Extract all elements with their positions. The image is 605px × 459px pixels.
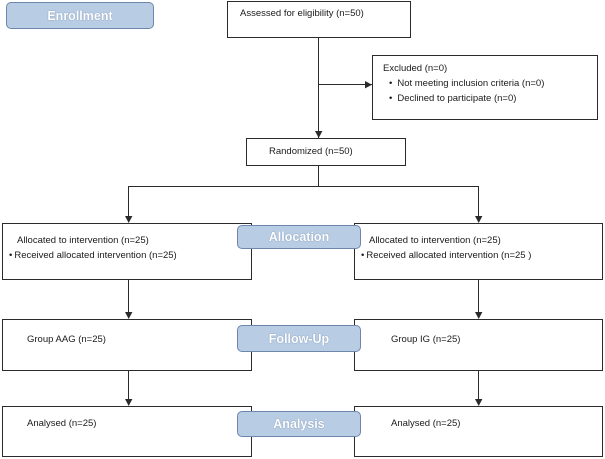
connector-branch-horizontal xyxy=(128,186,479,188)
right-followup-box: Group IG (n=25) xyxy=(354,319,603,371)
connector-right-followup-analysis xyxy=(478,371,480,405)
connector-main-vertical xyxy=(318,38,320,138)
bullet-icon: • xyxy=(361,250,365,261)
stage-follow-up-label: Follow-Up xyxy=(268,331,330,346)
right-analysis-box: Analysed (n=25) xyxy=(354,406,603,457)
connector-left-alloc-followup xyxy=(128,280,130,318)
left-group-text: Group AAG (n=25) xyxy=(27,334,106,345)
connector-to-excluded xyxy=(318,84,372,86)
assessed-box: Assessed for eligibility (n=50) xyxy=(227,1,411,38)
arrowhead-to-randomized xyxy=(315,131,323,138)
right-received-text: Received allocated intervention (n=25 ) xyxy=(366,250,532,261)
stage-enrollment: Enrollment xyxy=(6,2,154,29)
right-allocated-text: Allocated to intervention (n=25) xyxy=(369,235,501,246)
stage-allocation: Allocation xyxy=(237,225,361,249)
excluded-box: Excluded (n=0) • Not meeting inclusion cr… xyxy=(372,55,598,120)
bullet-icon: • xyxy=(9,250,13,261)
randomized-box: Randomized (n=50) xyxy=(246,138,406,166)
left-allocation-box: Allocated to intervention (n=25) •Receiv… xyxy=(2,223,252,280)
bullet-icon: • xyxy=(389,78,393,89)
arrowhead-to-left-allocation xyxy=(125,216,133,223)
excluded-item: • Not meeting inclusion criteria (n=0) xyxy=(383,76,597,91)
randomized-text: Randomized (n=50) xyxy=(269,146,353,157)
stage-analysis: Analysis xyxy=(237,411,361,437)
right-received-item: •Received allocated intervention (n=25 ) xyxy=(361,248,602,263)
connector-left-branch xyxy=(128,186,130,222)
excluded-item-text: Not meeting inclusion criteria (n=0) xyxy=(397,78,545,89)
arrowhead-to-right-followup xyxy=(475,312,483,319)
arrowhead-to-excluded xyxy=(365,81,372,89)
left-allocated-text: Allocated to intervention (n=25) xyxy=(17,235,149,246)
stage-analysis-label: Analysis xyxy=(273,417,325,431)
stage-follow-up: Follow-Up xyxy=(237,325,361,352)
left-followup-box: Group AAG (n=25) xyxy=(2,319,252,371)
bullet-icon: • xyxy=(389,93,393,104)
connector-right-branch xyxy=(478,186,480,222)
right-analysed-text: Analysed (n=25) xyxy=(391,418,461,429)
assessed-text: Assessed for eligibility (n=50) xyxy=(240,8,364,19)
excluded-item: • Declined to participate (n=0) xyxy=(383,91,597,106)
stage-allocation-label: Allocation xyxy=(268,230,330,244)
connector-left-followup-analysis xyxy=(128,371,130,405)
left-analysis-box: Analysed (n=25) xyxy=(2,406,252,457)
arrowhead-to-left-analysis xyxy=(125,399,133,406)
connector-right-alloc-followup xyxy=(478,280,480,318)
left-received-item: •Received allocated intervention (n=25) xyxy=(9,248,251,263)
arrowhead-to-right-allocation xyxy=(475,216,483,223)
excluded-item-text: Declined to participate (n=0) xyxy=(397,93,517,104)
arrowhead-to-right-analysis xyxy=(475,399,483,406)
right-allocation-box: Allocated to intervention (n=25) •Receiv… xyxy=(354,223,603,280)
left-received-text: Received allocated intervention (n=25) xyxy=(14,250,177,261)
right-group-text: Group IG (n=25) xyxy=(391,334,461,345)
excluded-title: Excluded (n=0) xyxy=(383,63,448,74)
stage-enrollment-label: Enrollment xyxy=(47,8,113,23)
left-analysed-text: Analysed (n=25) xyxy=(27,418,97,429)
connector-randomized-down xyxy=(318,166,320,187)
arrowhead-to-left-followup xyxy=(125,312,133,319)
